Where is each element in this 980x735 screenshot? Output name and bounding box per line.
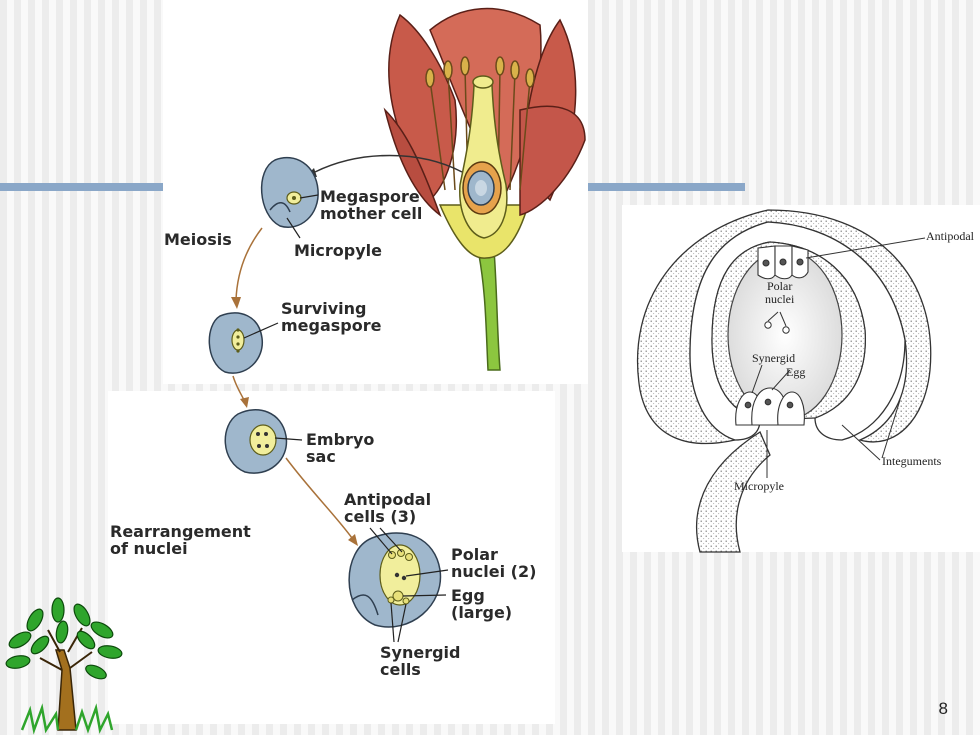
egg-apparatus [735, 387, 805, 426]
label-polar-nuclei: Polar nuclei (2) [451, 545, 537, 581]
polar-nucleus-2 [782, 326, 790, 334]
accent-bar-right [587, 183, 745, 191]
label-egg-right: Egg [786, 365, 806, 379]
embryo-sac-panel [108, 391, 555, 724]
label-megaspore-mother-cell: Megaspore mother cell [320, 187, 423, 223]
ovule-embryo-sac [224, 409, 288, 474]
label-meiosis: Meiosis [164, 230, 232, 249]
label-polar-nuclei-right: Polar nuclei [765, 279, 795, 306]
label-antipodal: Antipodal [926, 229, 974, 243]
flower-stem [477, 249, 501, 371]
ovule-surviving-megaspore [208, 312, 263, 374]
ovule-megaspore-mother-cell [261, 156, 319, 228]
label-synergid-cells: Synergid cells [380, 643, 461, 679]
label-surviving-megaspore: Surviving megaspore [281, 299, 382, 335]
label-synergid: Synergid [752, 351, 796, 365]
label-embryo-sac: Embryo sac [306, 430, 375, 466]
label-micropyle-right: Micropyle [734, 479, 784, 493]
arrow-rearrangement [285, 457, 353, 539]
ovule-mature-embryo-sac [348, 532, 442, 628]
page-number: 8 [938, 699, 948, 718]
antipodal-cells [757, 245, 809, 280]
label-integuments: Integuments [882, 454, 942, 468]
label-egg: Egg (large) [451, 586, 513, 622]
accent-bar-left [0, 183, 165, 191]
label-rearrangement-of-nuclei: Rearrangement of nuclei [110, 522, 251, 558]
outer-integument [695, 431, 771, 553]
tree-clipart-icon [5, 597, 123, 735]
stamens [425, 56, 535, 191]
stigma [472, 75, 494, 89]
polar-nucleus-1 [764, 321, 772, 329]
arrow-flower-to-ovule [314, 154, 463, 173]
label-antipodal-cells: Antipodal cells (3) [344, 490, 432, 526]
arrow-meiosis [235, 227, 263, 301]
label-micropyle: Micropyle [294, 241, 382, 260]
petal-far-right [519, 105, 586, 216]
